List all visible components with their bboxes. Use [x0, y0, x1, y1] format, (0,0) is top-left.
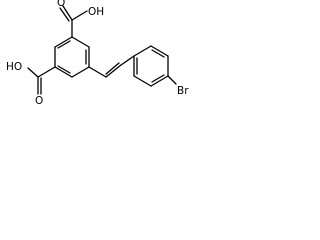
- carboxyl-group-top: OH O: [57, 0, 104, 38]
- oxygen-label-left: O: [35, 95, 43, 107]
- bond: [54, 66, 73, 78]
- bond: [105, 64, 122, 78]
- bond: [133, 75, 152, 87]
- benzene-ring-central: [54, 36, 90, 78]
- double-bond-inner: [151, 49, 165, 58]
- double-bond-inner: [57, 65, 71, 74]
- hydroxyl-label-left: HO: [6, 61, 22, 73]
- hydroxyl-label-top: OH: [88, 6, 104, 18]
- double-bond-inner: [151, 74, 165, 83]
- bond: [37, 66, 56, 78]
- bond: [150, 45, 169, 57]
- bond: [120, 55, 135, 66]
- bond: [54, 36, 73, 48]
- bond: [88, 66, 107, 78]
- double-bond-inner: [59, 7, 70, 22]
- double-bond-inner: [57, 40, 71, 49]
- bromophenyl-ring: Br: [133, 45, 189, 97]
- bond: [71, 66, 90, 78]
- molecule-drawing: OH O HO O: [6, 0, 189, 107]
- bond: [71, 10, 88, 21]
- oxygen-label-top: O: [57, 0, 65, 9]
- bond: [71, 36, 90, 48]
- bond: [27, 67, 39, 78]
- bromine-label: Br: [177, 85, 189, 97]
- bond: [62, 5, 73, 21]
- bond: [150, 75, 169, 87]
- double-bond-inner: [105, 62, 120, 75]
- bond: [167, 75, 177, 85]
- structure-diagram: OH O HO O: [0, 0, 196, 112]
- carboxyl-group-left: HO O: [6, 61, 56, 107]
- vinyl-linker: [88, 55, 135, 78]
- bond: [133, 45, 152, 57]
